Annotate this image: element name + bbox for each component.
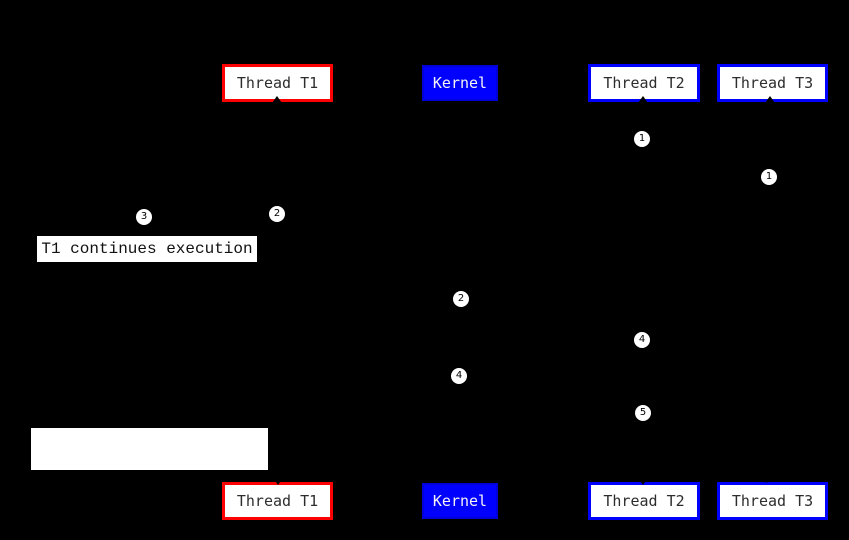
thread-t3-box-bottom: Thread T3 — [717, 482, 828, 520]
arrowhead-icon — [638, 96, 648, 103]
thread-t3-label-bottom: Thread T3 — [731, 492, 814, 510]
step-marker-4-t2: 4 — [634, 332, 650, 348]
thread-t1-label-top: Thread T1 — [236, 74, 319, 92]
arrowhead-icon — [765, 96, 775, 103]
thread-t1-box-top: Thread T1 — [222, 64, 333, 102]
t1-continues-note: T1 continues execution — [37, 236, 257, 262]
step-marker-1-t2: 1 — [634, 131, 650, 147]
arrowhead-icon — [638, 478, 648, 485]
thread-t3-box-top: Thread T3 — [717, 64, 828, 102]
thread-t2-label-bottom: Thread T2 — [603, 492, 685, 510]
step-marker-5: 5 — [635, 405, 651, 421]
step-marker-4-kernel: 4 — [451, 368, 467, 384]
step-marker-2-kernel: 2 — [453, 291, 469, 307]
thread-t2-box-bottom: Thread T2 — [588, 482, 700, 520]
step-marker-3: 3 — [136, 209, 152, 225]
kernel-box-bottom: Kernel — [422, 483, 498, 519]
thread-t3-label-top: Thread T3 — [731, 74, 814, 92]
kernel-label-top: Kernel — [432, 74, 488, 92]
arrowhead-icon — [273, 478, 283, 485]
thread-t1-label-bottom: Thread T1 — [236, 492, 319, 510]
kernel-box-top: Kernel — [422, 65, 498, 101]
kernel-label-bottom: Kernel — [432, 492, 488, 510]
arrowhead-icon — [762, 476, 772, 483]
thread-t1-box-bottom: Thread T1 — [222, 482, 333, 520]
arrowhead-icon — [272, 96, 282, 103]
step-marker-2-t1: 2 — [269, 206, 285, 222]
blank-note-box — [31, 428, 268, 470]
step-marker-1-t3: 1 — [761, 169, 777, 185]
thread-t2-label-top: Thread T2 — [603, 74, 685, 92]
